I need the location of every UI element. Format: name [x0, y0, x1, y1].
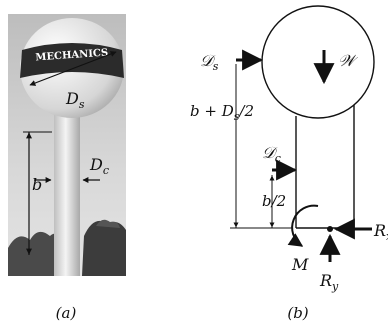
moment-arc [287, 204, 319, 247]
caption-b: (b) [287, 304, 308, 322]
support-point [327, 226, 333, 232]
fbd-labels: 𝒟s 𝒲 b + Ds/2 𝒟c b/2 M Rx Ry (a) (b) [56, 51, 388, 322]
ry-label: Ry [319, 271, 339, 293]
moment-label: M [291, 255, 309, 274]
tree-left [8, 231, 60, 276]
b-label: b [32, 175, 42, 194]
tree-right [82, 220, 126, 276]
ds-dimension-line [29, 51, 117, 86]
half-height-label: b/2 [262, 192, 286, 210]
tower-stem [54, 104, 80, 276]
drag-sphere-label: 𝒟s [200, 51, 219, 73]
drag-stem-label: 𝒟c [262, 143, 281, 165]
weight-label: 𝒲 [338, 51, 359, 70]
fbd-panel [230, 5, 375, 262]
photo-panel: MECHANICS Ds b Dc [8, 14, 126, 276]
dc-label: Dc [89, 155, 109, 177]
fbd-sphere [261, 5, 375, 119]
rx-label: Rx [373, 221, 388, 243]
tree-right-top [96, 219, 120, 228]
height-expr-label: b + Ds/2 [190, 102, 254, 123]
caption-a: (a) [56, 304, 77, 322]
ds-label: Ds [65, 89, 85, 111]
